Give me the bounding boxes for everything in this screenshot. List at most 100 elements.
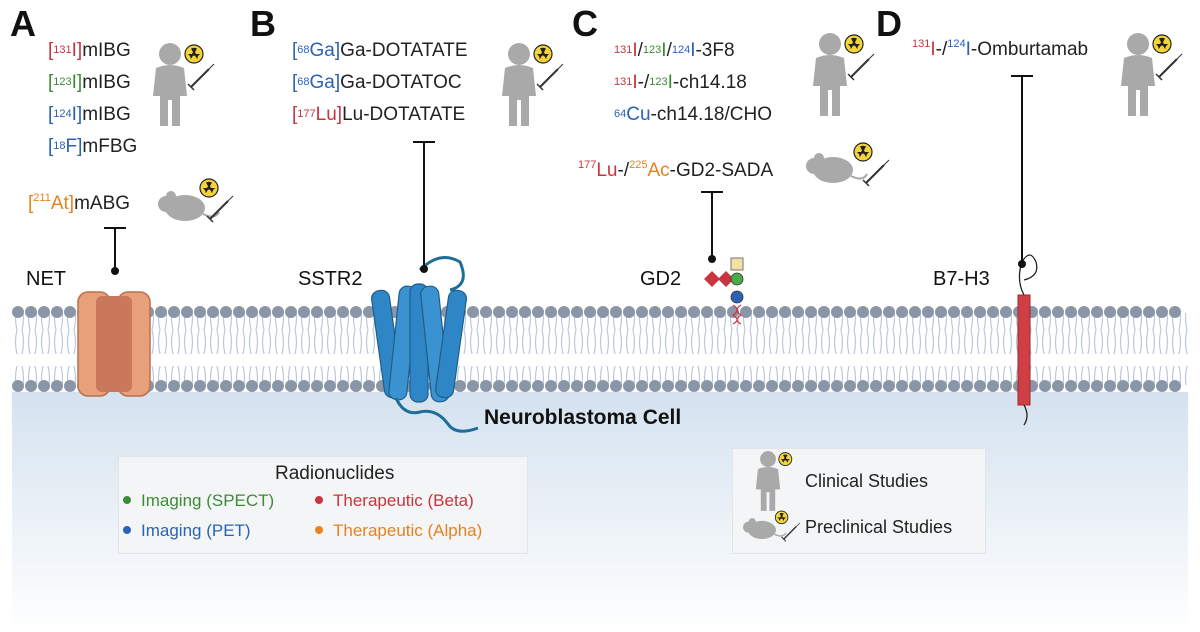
lipid-head — [896, 380, 908, 392]
lipid-head — [337, 306, 349, 318]
legend-item-pet: Imaging (PET) — [123, 521, 251, 541]
lipid-head — [1065, 306, 1077, 318]
panel-c-agent-list: 131I/123I/124I-3F8 131I-/123I-ch14.18 64… — [614, 35, 772, 131]
panel-a-preclinical-agent: [211At]mABG — [28, 192, 131, 214]
lipid-head — [389, 380, 401, 392]
lipid-head — [1013, 380, 1025, 392]
lipid-head — [220, 380, 232, 392]
lipid-head — [129, 380, 141, 392]
legend-item-alpha: Therapeutic (Alpha) — [315, 521, 482, 541]
lipid-head — [441, 380, 453, 392]
lipid-head — [688, 380, 700, 392]
lipid-head — [792, 306, 804, 318]
lipid-head — [350, 306, 362, 318]
lipid-head — [948, 306, 960, 318]
lipid-head — [480, 306, 492, 318]
panel-b-agent-list: [68Ga]Ga-DOTATATE [68Ga]Ga-DOTATOC [177L… — [292, 35, 468, 131]
lipid-head — [584, 380, 596, 392]
lipid-head — [948, 380, 960, 392]
lipid-head — [12, 380, 24, 392]
lipid-head — [64, 380, 76, 392]
beta-dot-icon — [315, 495, 323, 504]
lipid-head — [324, 380, 336, 392]
lipid-head — [116, 380, 128, 392]
lipid-head — [77, 306, 89, 318]
lipid-head — [740, 380, 752, 392]
lipid-head — [857, 306, 869, 318]
lipid-head — [480, 380, 492, 392]
lipid-head — [870, 380, 882, 392]
lipid-head — [597, 306, 609, 318]
lipid-head — [77, 380, 89, 392]
lipid-head — [532, 306, 544, 318]
lipid-head — [883, 306, 895, 318]
lipid-head — [701, 306, 713, 318]
lipid-head — [844, 306, 856, 318]
lipid-head — [1104, 380, 1116, 392]
lipid-head — [207, 306, 219, 318]
lipid-head — [142, 380, 154, 392]
lipid-head — [454, 306, 466, 318]
lipid-head — [285, 306, 297, 318]
lipid-head — [415, 306, 427, 318]
target-label-net: NET — [26, 268, 66, 290]
lipid-head — [194, 380, 206, 392]
lipid-head — [298, 306, 310, 318]
lipid-head — [935, 380, 947, 392]
target-label-b7h3: B7-H3 — [933, 268, 990, 290]
cell-label: Neuroblastoma Cell — [484, 406, 682, 429]
lipid-head — [428, 380, 440, 392]
lipid-head — [1104, 306, 1116, 318]
panel-letter-c: C — [572, 3, 598, 44]
lipid-head — [1169, 380, 1181, 392]
lipid-head — [857, 380, 869, 392]
lipid-head — [558, 380, 570, 392]
lipid-head — [1026, 306, 1038, 318]
lipid-head — [519, 380, 531, 392]
lipid-head — [779, 380, 791, 392]
lipid-head — [1156, 380, 1168, 392]
agent-item: [18F]mFBG — [48, 136, 138, 157]
panel-a-agent-list: [131I]mIBG [123I]mIBG [124I]mIBG [18F]mF… — [48, 35, 137, 163]
pet-dot-icon — [123, 525, 131, 534]
agent-item: [131I]mIBG — [48, 40, 131, 61]
lipid-head — [1143, 306, 1155, 318]
lipid-head — [402, 380, 414, 392]
lipid-head — [792, 380, 804, 392]
lipid-head — [233, 380, 245, 392]
lipid-head — [103, 306, 115, 318]
agent-item: [68Ga]Ga-DOTATATE — [292, 40, 468, 61]
lipid-head — [194, 306, 206, 318]
alpha-dot-icon — [315, 525, 323, 534]
lipid-head — [922, 306, 934, 318]
key-preclinical-label: Preclinical Studies — [805, 517, 953, 537]
lipid-head — [155, 306, 167, 318]
lipid-head — [90, 306, 102, 318]
lipid-head — [987, 306, 999, 318]
lipid-head — [584, 306, 596, 318]
lipid-head — [558, 306, 570, 318]
lipid-head — [935, 306, 947, 318]
lipid-head — [649, 306, 661, 318]
lipid-head — [12, 306, 24, 318]
lipid-head — [363, 380, 375, 392]
study-type-key: Clinical Studies Preclinical Studies — [732, 448, 986, 554]
lipid-head — [545, 380, 557, 392]
panel-letter-d: D — [876, 3, 902, 44]
lipid-head — [662, 306, 674, 318]
lipid-head — [909, 380, 921, 392]
lipid-head — [662, 380, 674, 392]
lipid-head — [376, 306, 388, 318]
lipid-head — [1000, 380, 1012, 392]
lipid-head — [1039, 380, 1051, 392]
lipid-head — [727, 306, 739, 318]
lipid-head — [610, 306, 622, 318]
lipid-head — [1039, 306, 1051, 318]
lipid-head — [168, 380, 180, 392]
lipid-head — [51, 306, 63, 318]
lipid-head — [38, 380, 50, 392]
target-label-gd2: GD2 — [640, 268, 682, 290]
lipid-head — [597, 380, 609, 392]
lipid-head — [766, 306, 778, 318]
